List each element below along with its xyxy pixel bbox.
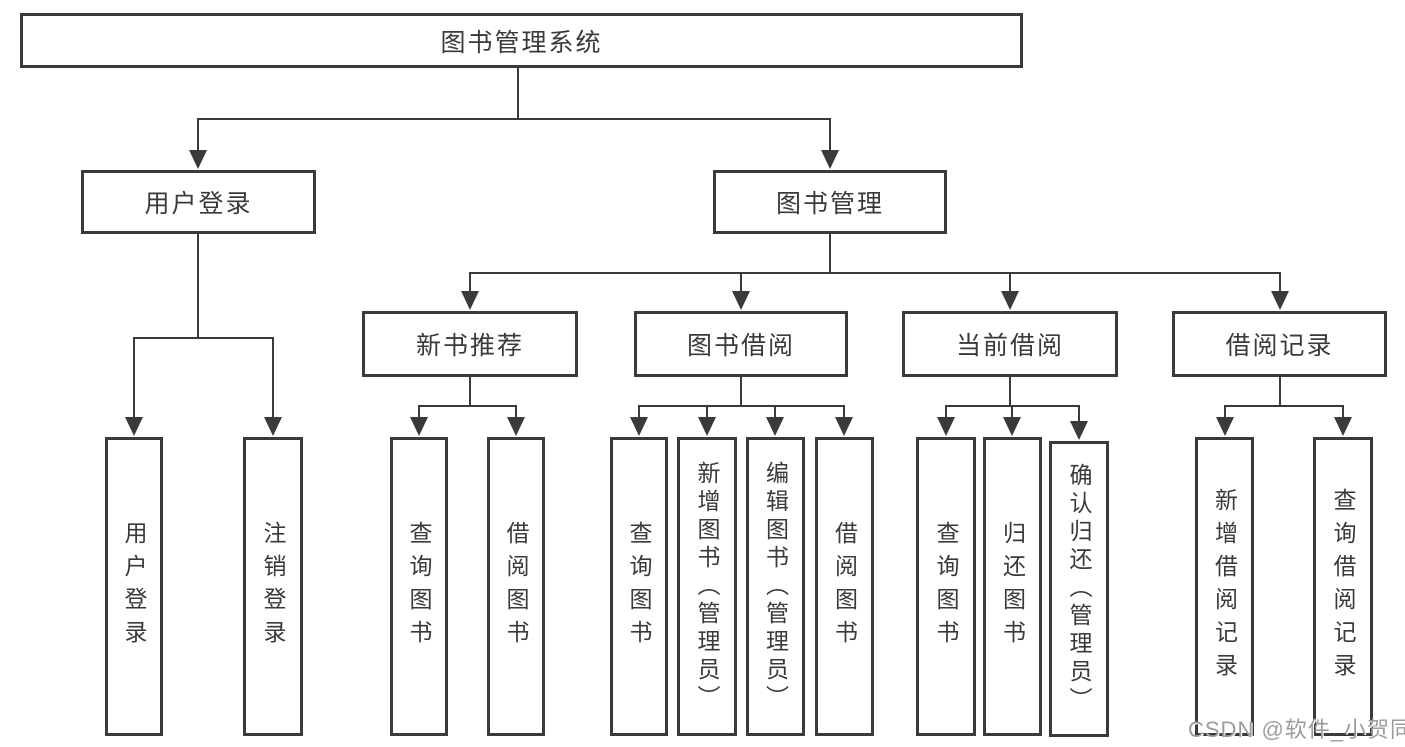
connector-newbook-stem	[469, 377, 471, 405]
leaf-current-return-books: 归还图书	[983, 437, 1042, 736]
node-book-management: 图书管理	[713, 170, 947, 234]
arrow-borrow-leaf-2	[698, 405, 716, 436]
connector-current-stem	[1009, 377, 1011, 405]
connector-user-stem	[197, 234, 199, 337]
arrow-newbook-leaf-2	[507, 405, 525, 436]
leaf-current-confirm-return-admin: 确认归还（管理员）	[1049, 441, 1109, 737]
node-new-book-recommend: 新书推荐	[362, 311, 578, 377]
connector-records-stem	[1279, 377, 1281, 405]
arrow-to-book-management	[821, 118, 839, 169]
node-library-system: 图书管理系统	[20, 13, 1023, 68]
arrow-to-user-login	[189, 118, 207, 169]
connector-level3-distributor	[469, 272, 1281, 274]
arrow-borrow-leaf-3	[766, 405, 784, 436]
connector-newbook-distributor	[418, 405, 517, 407]
leaf-newbook-query-books: 查询图书	[390, 437, 448, 736]
watermark: CSDN @软件_小贺同学	[1188, 717, 1405, 742]
node-borrow-records: 借阅记录	[1172, 311, 1387, 377]
connector-borrow-stem	[740, 377, 742, 405]
leaf-borrow-borrow-books: 借阅图书	[815, 437, 874, 736]
leaf-logout: 注销登录	[243, 437, 303, 736]
arrow-records-leaf-1	[1216, 405, 1234, 436]
connector-level1-distributor	[197, 118, 831, 120]
arrow-to-new-book-recommend	[461, 272, 479, 310]
leaf-records-add-record: 新增借阅记录	[1195, 437, 1254, 736]
connector-user-distributor	[133, 337, 274, 339]
arrow-to-logout-leaf	[264, 337, 282, 436]
arrow-current-leaf-3	[1070, 405, 1088, 440]
leaf-newbook-borrow-books: 借阅图书	[487, 437, 545, 736]
connector-records-distributor	[1224, 405, 1344, 407]
arrow-to-borrow-records	[1271, 272, 1289, 310]
leaf-borrow-edit-books-admin: 编辑图书（管理员）	[746, 437, 805, 736]
connector-book-stem	[829, 234, 831, 272]
arrow-newbook-leaf-1	[410, 405, 428, 436]
leaf-borrow-add-books-admin: 新增图书（管理员）	[677, 437, 737, 736]
leaf-borrow-query-books: 查询图书	[610, 437, 668, 736]
node-current-borrow: 当前借阅	[902, 311, 1118, 377]
node-book-borrow: 图书借阅	[634, 311, 848, 377]
leaf-user-login: 用户登录	[105, 437, 163, 736]
arrow-to-book-borrow	[732, 272, 750, 310]
arrow-to-user-login-leaf	[125, 337, 143, 436]
arrow-borrow-leaf-4	[835, 405, 853, 436]
connector-borrow-distributor	[638, 405, 845, 407]
leaf-records-query-record: 查询借阅记录	[1313, 437, 1373, 736]
arrow-records-leaf-2	[1334, 405, 1352, 436]
node-user-login: 用户登录	[81, 170, 316, 234]
connector-root-stem	[517, 68, 519, 118]
arrow-current-leaf-1	[937, 405, 955, 436]
leaf-current-query-books: 查询图书	[916, 437, 976, 736]
arrow-borrow-leaf-1	[630, 405, 648, 436]
arrow-to-current-borrow	[1001, 272, 1019, 310]
arrow-current-leaf-2	[1003, 405, 1021, 436]
